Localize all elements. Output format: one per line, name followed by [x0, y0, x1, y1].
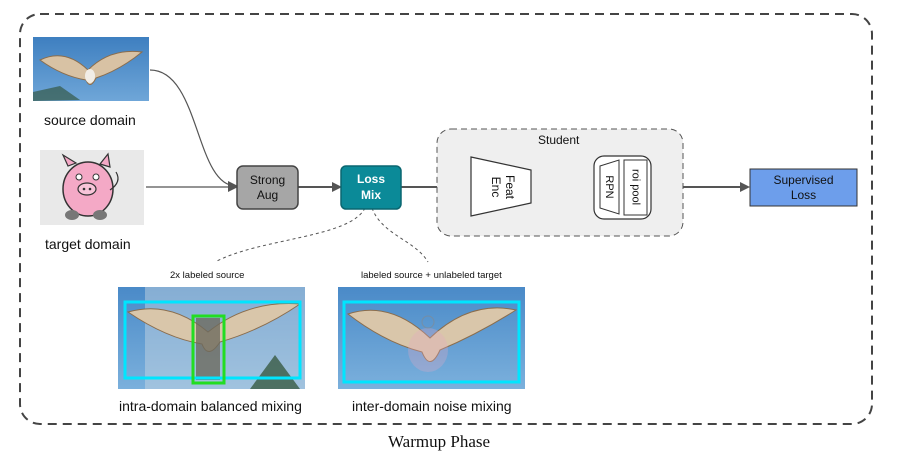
feat-enc-line2: Enc [489, 176, 503, 198]
intra-mixing-caption: 2x labeled source [170, 270, 245, 281]
roi-pool-label: roi pool [629, 168, 642, 206]
strong-aug-text: Strong Aug [237, 166, 298, 209]
feat-enc-trapezoid [470, 156, 532, 217]
source-domain-image [33, 37, 149, 101]
strong-aug-box [236, 165, 299, 210]
phase-title: Warmup Phase [388, 432, 491, 451]
target-domain-image [40, 150, 144, 225]
warmup-phase-frame [19, 13, 873, 425]
inter-domain-mixing-image [338, 287, 525, 389]
rpn-label: RPN [603, 175, 615, 199]
intra-domain-mixing-image [118, 287, 305, 389]
rpn-trapezoid [599, 159, 620, 215]
loss-mix-line1: Loss [356, 171, 385, 186]
inter-mixing-label: inter-domain noise mixing [352, 398, 512, 414]
loss-mix-line2: Mix [360, 187, 381, 202]
supervised-loss-text: Supervised Loss [750, 169, 857, 206]
source-domain-label: source domain [44, 112, 136, 128]
supervised-loss-line1: Supervised [773, 173, 834, 188]
strong-aug-line1: Strong [249, 172, 286, 187]
student-title: Student [538, 133, 580, 147]
supervised-loss-line2: Loss [790, 187, 817, 202]
target-domain-label: target domain [45, 236, 131, 252]
loss-mix-box [340, 165, 402, 210]
loss-mix-callout-left [214, 207, 366, 263]
feat-enc-text: Feat Enc [487, 159, 517, 215]
source-to-strong-aug-arrow [149, 69, 238, 191]
inter-mixing-caption: labeled source + unlabeled target [361, 270, 502, 281]
supervised-loss-box [749, 168, 858, 207]
loss-mix-callout-right [371, 207, 429, 263]
roi-pool-box [623, 159, 648, 216]
intra-mixing-label: intra-domain balanced mixing [119, 398, 302, 414]
loss-mix-text: Loss Mix [341, 166, 401, 209]
strong-aug-line2: Aug [256, 187, 279, 202]
feat-enc-line1: Feat [502, 174, 517, 199]
